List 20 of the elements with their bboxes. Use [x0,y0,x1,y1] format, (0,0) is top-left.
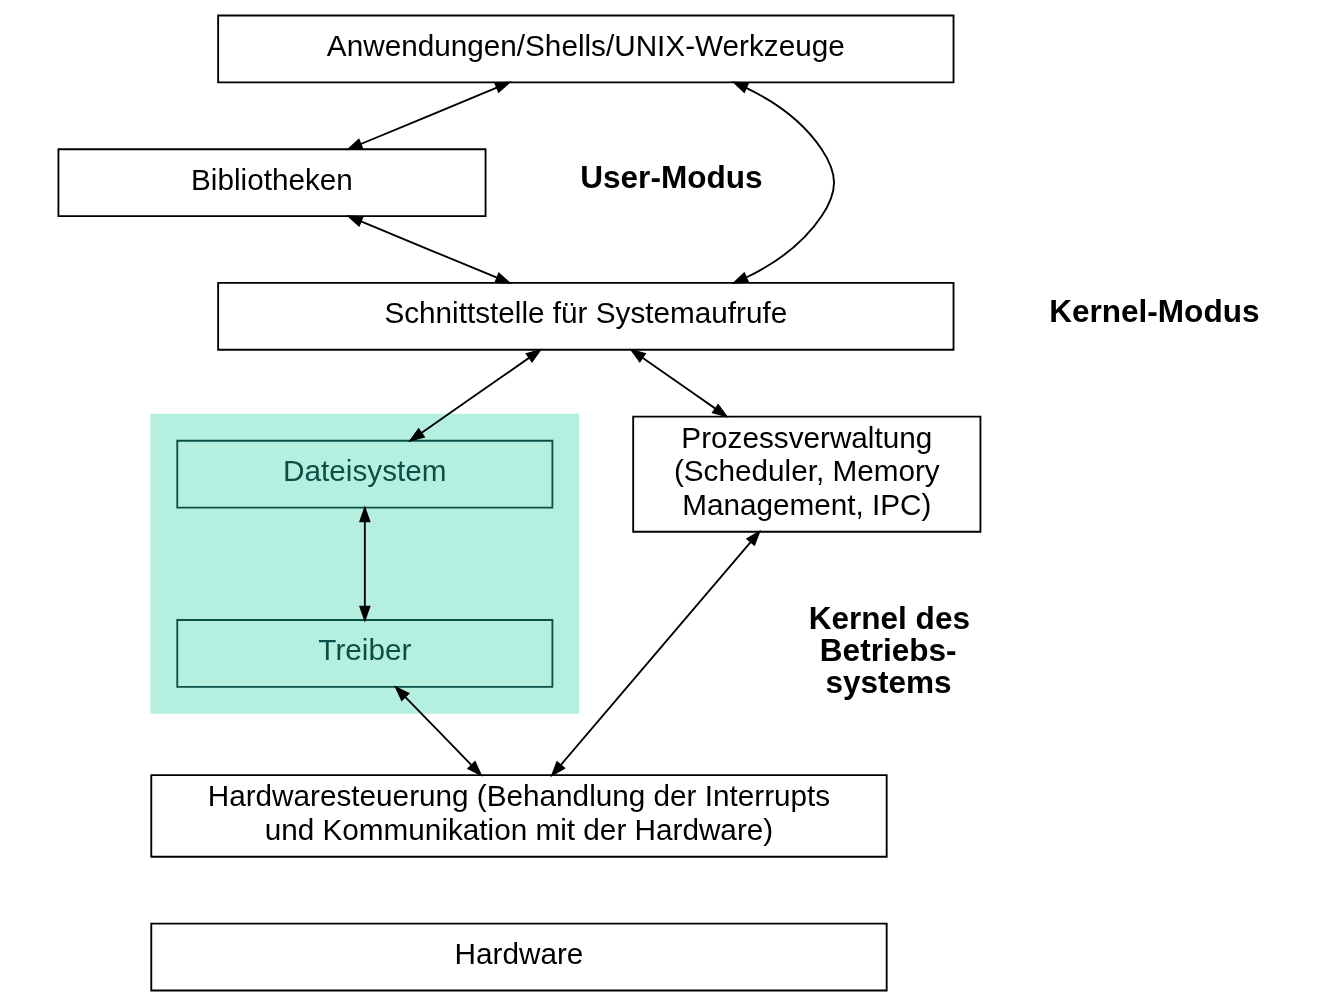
arrow [407,348,542,443]
node-box: Schnittstelle für Systemaufrufe [216,282,954,351]
label: Kernel-Modus [1048,293,1259,330]
arrow [731,81,835,285]
arrow [345,81,512,151]
node-box: Treiber [175,619,553,688]
cluster [149,413,579,714]
label: User-Modus [579,159,763,196]
node-box: Prozessverwaltung (Scheduler, Memory Management, IPC) [631,415,981,533]
node-box: Dateisystem [175,439,553,509]
node-box: Bibliotheken [57,148,486,217]
arrow [628,348,729,418]
arrow [358,505,371,623]
label: Kernel des Betriebs- systems [808,600,970,700]
arrow [549,529,761,778]
arrow [345,215,512,284]
node-box: Hardwaresteuerung (Behandlung der Interrupts und Kommunikation mit der Hardware) [149,774,888,858]
arrow [393,685,483,777]
node-box: Hardware [149,922,888,992]
node-box: Anwendungen/Shells/UNIX-Werkzeuge [216,14,954,84]
